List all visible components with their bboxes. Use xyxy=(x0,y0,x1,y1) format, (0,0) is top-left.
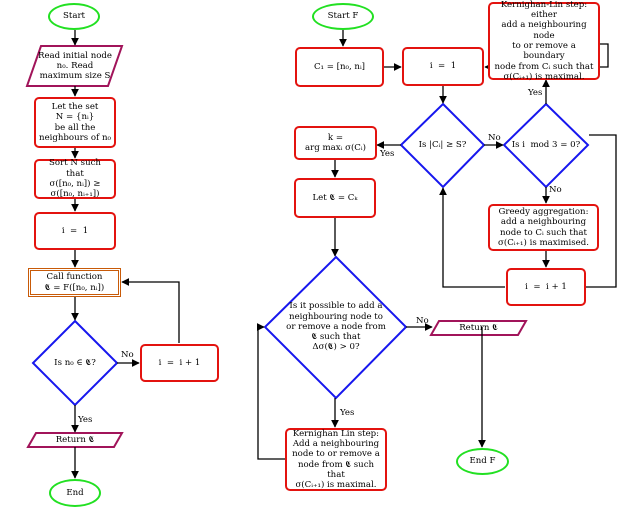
main-increment-box: i = i + 1 xyxy=(140,344,219,382)
main-end-text: End xyxy=(66,487,84,498)
f-init-c-text: C₁ = [n₀, nᵢ] xyxy=(313,61,366,72)
main-yes-label: Yes xyxy=(78,415,93,425)
f-kl-step-bottom-box: Kernighan Lin step: Add a neighbouring n… xyxy=(285,428,387,491)
f-improve-decision-diamond xyxy=(263,255,408,400)
f-increment-box: i = i + 1 xyxy=(506,268,586,306)
f-start-text: Start F xyxy=(327,11,359,22)
f-mod-yes-label: Yes xyxy=(528,88,543,98)
main-end-terminal: End xyxy=(49,479,101,507)
main-return-text: Return 𝕮 xyxy=(55,434,95,445)
main-sort-box: Sort N such that σ([n₀, nᵢ]) ≥ σ([n₀, nᵢ… xyxy=(34,158,116,199)
f-end-terminal: End F xyxy=(456,448,509,475)
f-size-no-label: No xyxy=(488,133,501,143)
main-init-i-text: i = 1 xyxy=(61,225,89,236)
f-init-c-box: C₁ = [n₀, nᵢ] xyxy=(295,47,384,87)
main-read-input-text: Read initial node n₀. Read maximum size … xyxy=(37,50,113,82)
f-improve-decision-text: Is it possible to add a neighbouring nod… xyxy=(286,301,386,353)
f-size-decision-label: Is |Cᵢ| ≥ S? xyxy=(418,140,467,151)
f-increment-text: i = i + 1 xyxy=(525,281,567,292)
f-improve-no-label: No xyxy=(416,316,429,326)
f-return-parallelogram xyxy=(429,320,528,336)
main-call-function-box: Call function 𝕮 = F([n₀, nᵢ]) xyxy=(28,268,121,297)
f-mod-decision-label: Is i mod 3 = 0? xyxy=(511,140,581,151)
f-size-decision-text: Is |Cᵢ| ≥ S? xyxy=(401,104,484,187)
main-return-parallelogram xyxy=(26,432,124,448)
main-read-parallelogram xyxy=(25,45,124,87)
f-return-text: Return 𝕮 xyxy=(459,322,498,333)
main-init-i-box: i = 1 xyxy=(34,212,116,250)
f-kl-step-top-box: Kernighan-Lin step: either add a neighbo… xyxy=(488,0,600,82)
f-mod-decision-text: Is i mod 3 = 0? xyxy=(504,104,588,187)
f-end-text: End F xyxy=(469,456,496,467)
main-increment-text: i = i + 1 xyxy=(158,357,201,368)
f-start-terminal: Start F xyxy=(312,3,374,30)
main-start-text: Start xyxy=(62,11,86,22)
f-mod-no-label: No xyxy=(549,185,562,195)
f-init-i-text: i = 1 xyxy=(429,61,457,72)
main-decision-label: Is n₀ ∈ 𝕮? xyxy=(54,357,96,368)
f-improve-yes-label: Yes xyxy=(340,408,355,418)
f-return-io: Return 𝕮 xyxy=(431,321,526,335)
f-size-yes-label: Yes xyxy=(380,149,395,159)
main-let-set-box: Let the set N = {nᵢ} be all the neighbou… xyxy=(34,97,116,148)
main-return-io: Return 𝕮 xyxy=(28,433,122,447)
f-argmax-box: k = arg maxᵢ σ(Cᵢ) xyxy=(294,126,377,160)
f-init-i-box: i = 1 xyxy=(402,47,484,86)
main-start-terminal: Start xyxy=(48,3,100,30)
f-size-decision-diamond xyxy=(399,102,486,189)
main-no-label: No xyxy=(121,350,134,360)
f-let-c-text: Let 𝕮 = Cₖ xyxy=(312,192,358,203)
main-decision-text: Is n₀ ∈ 𝕮? xyxy=(33,321,117,405)
f-let-c-box: Let 𝕮 = Cₖ xyxy=(294,178,376,218)
f-greedy-box: Greedy aggregation: add a neighbouring n… xyxy=(488,204,599,251)
